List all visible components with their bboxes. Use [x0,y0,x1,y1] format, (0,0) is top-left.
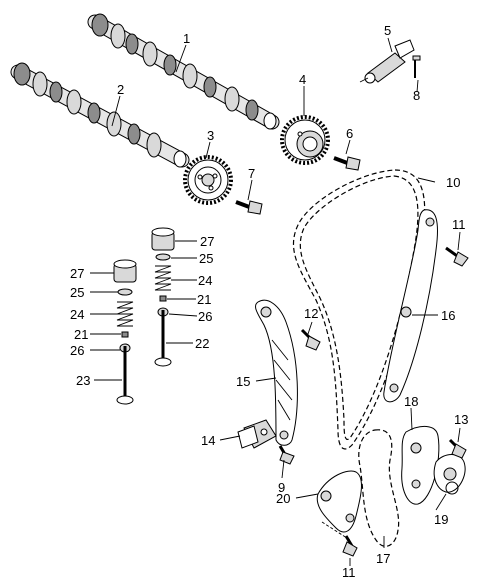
keeper-21-right [159,295,167,302]
oil-pump-chain-17 [358,429,400,547]
spring-24-left [116,301,134,327]
callout-labels: 1 2 3 4 5 6 7 8 9 10 11 11 12 13 14 15 1… [70,23,468,580]
guide-20 [316,470,362,533]
callout-22: 22 [195,336,209,351]
cam-sprocket-3 [183,155,233,205]
bolt-9 [278,445,295,465]
callout-12: 12 [304,306,318,321]
callout-14: 14 [201,433,215,448]
callout-11-lower: 11 [342,565,356,580]
cam-sprocket-4 [280,115,330,165]
bolt-12 [300,328,321,351]
bolt-8 [412,55,421,78]
callout-6: 6 [346,126,353,141]
spring-24-right [154,265,172,291]
callout-5: 5 [384,23,391,38]
oil-pump-tensioner-19 [433,454,466,495]
callout-18: 18 [404,394,418,409]
bolt-6 [333,156,361,171]
chain-guide-16 [383,209,438,403]
callout-7: 7 [248,166,255,181]
callout-27-left: 27 [70,266,84,281]
guide-18 [401,426,440,505]
callout-4: 4 [299,72,306,87]
bolt-11-upper [445,246,469,267]
callout-3: 3 [207,128,214,143]
oil-control-valve-5 [359,39,415,84]
callout-24-left: 24 [70,307,84,322]
callout-25-left: 25 [70,285,84,300]
retainer-25-right [155,253,171,261]
callout-21-left: 21 [74,327,88,342]
callout-21-right: 21 [197,292,211,307]
camshaft-upper [87,13,280,130]
retainer-25-left [117,288,133,296]
bolt-7 [235,200,263,215]
callout-9: 9 [278,480,285,495]
callout-13: 13 [454,412,468,427]
callout-23: 23 [76,373,90,388]
callout-11-upper: 11 [452,217,466,232]
callout-25-right: 25 [199,251,213,266]
callout-26-left: 26 [70,343,84,358]
bolt-13 [448,438,467,459]
tensioner-arm-15 [255,299,298,446]
valve-train-right [151,227,175,367]
callout-24-right: 24 [198,273,212,288]
callout-15: 15 [236,374,250,389]
hydraulic-tensioner-14 [237,419,277,449]
callout-16: 16 [441,308,455,323]
callout-19: 19 [434,512,448,527]
bolt-11-lower [321,521,358,557]
callout-2: 2 [117,82,124,97]
keeper-21-left [121,331,129,338]
camshaft-lower [10,62,190,168]
callout-26-right: 26 [198,309,212,324]
callout-8: 8 [413,88,420,103]
callout-17: 17 [376,551,390,566]
callout-10: 10 [446,175,460,190]
valve-train-left [113,259,137,405]
callout-27-right: 27 [200,234,214,249]
callout-20: 20 [276,491,290,506]
leader-lines [90,37,461,566]
callout-1: 1 [183,31,190,46]
